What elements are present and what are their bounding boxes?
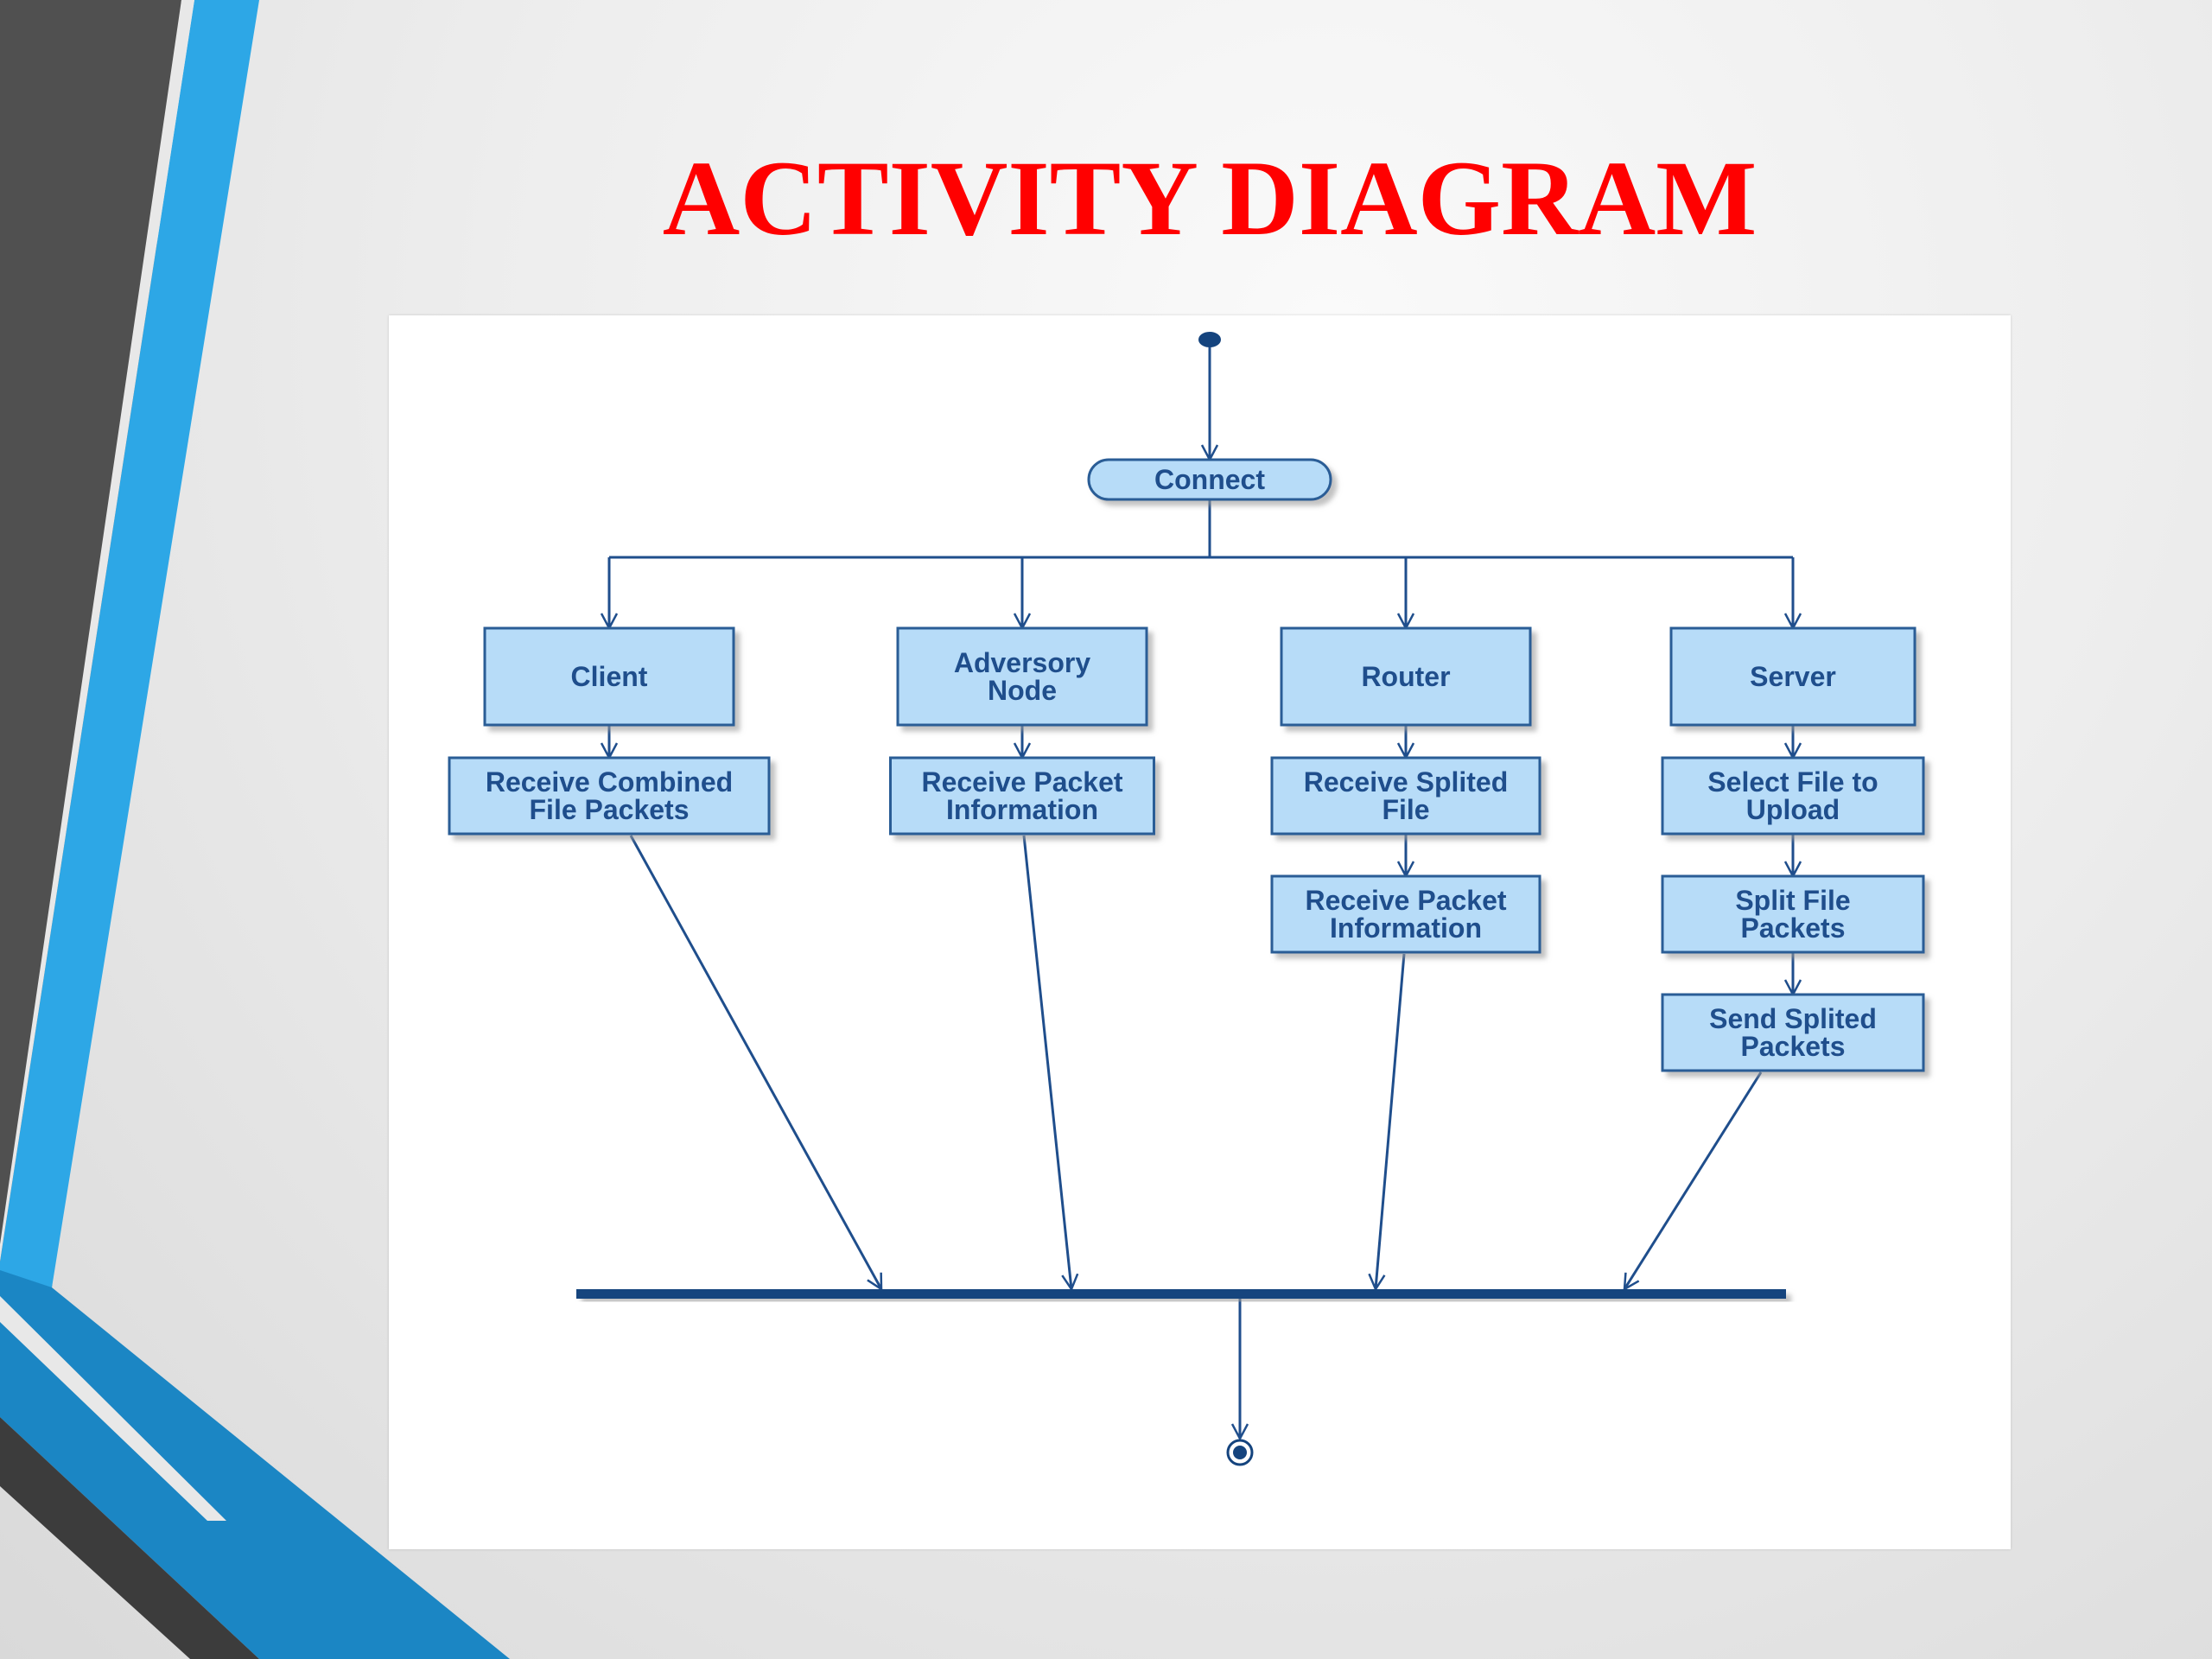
node-router: Router — [1280, 626, 1532, 727]
node-label: Packets — [1741, 1031, 1846, 1062]
bottom-blue-stripe — [0, 1270, 510, 1659]
edge-server-join — [1623, 1071, 1763, 1292]
node-label: Client — [571, 661, 648, 692]
node-label: Server — [1750, 661, 1836, 692]
node-shape — [1270, 756, 1541, 836]
node-label: Receive Splited — [1304, 766, 1509, 798]
node-server: Server — [1669, 626, 1916, 727]
node-connect: Connect — [1087, 458, 1332, 501]
node-shape — [1661, 993, 1925, 1072]
slide-title-wrap: ACTIVITY DIAGRAM — [484, 138, 1936, 259]
edge-router-join — [1368, 953, 1406, 1292]
node-shape — [1661, 756, 1925, 836]
node-shape — [889, 756, 1155, 836]
node-shape — [1280, 626, 1532, 727]
node-label: File Packets — [530, 794, 690, 825]
node-shape — [483, 626, 735, 727]
join-bar — [576, 1289, 1786, 1299]
edge-adversory-join — [1022, 835, 1079, 1292]
left-white-gap — [0, 0, 194, 1262]
edges-layer — [600, 343, 1802, 1441]
node-label: Receive Combined — [486, 766, 733, 798]
node-shape — [1087, 458, 1332, 501]
left-blue-stripe — [0, 0, 259, 1287]
edge-client-join — [629, 835, 883, 1292]
node-shape — [1661, 874, 1925, 954]
node-shape — [448, 756, 771, 836]
node-label: Information — [1330, 912, 1482, 944]
slide-title: ACTIVITY DIAGRAM — [662, 139, 1758, 257]
bottom-dark-stripe — [0, 1417, 259, 1659]
node-label: Send Splited — [1709, 1003, 1877, 1034]
node-shape — [1669, 626, 1916, 727]
node-label: Receive Packet — [921, 766, 1122, 798]
initial-node — [1198, 332, 1221, 347]
node-label: Information — [946, 794, 1098, 825]
node-label: Split File — [1735, 885, 1850, 916]
node-label: Adversory — [954, 647, 1091, 678]
node-label: File — [1382, 794, 1429, 825]
node-label: Receive Packet — [1305, 885, 1506, 916]
bottom-white-gap — [0, 1296, 226, 1521]
node-shape — [1270, 874, 1541, 954]
node-label: Node — [988, 675, 1057, 706]
node-label: Packets — [1741, 912, 1846, 944]
node-label: Router — [1361, 661, 1450, 692]
node-label: Select File to — [1707, 766, 1878, 798]
final-node-core — [1233, 1446, 1247, 1459]
node-label: Upload — [1746, 794, 1840, 825]
node-label: Connect — [1154, 464, 1265, 495]
node-shape — [896, 626, 1148, 727]
node-client: Client — [483, 626, 735, 727]
